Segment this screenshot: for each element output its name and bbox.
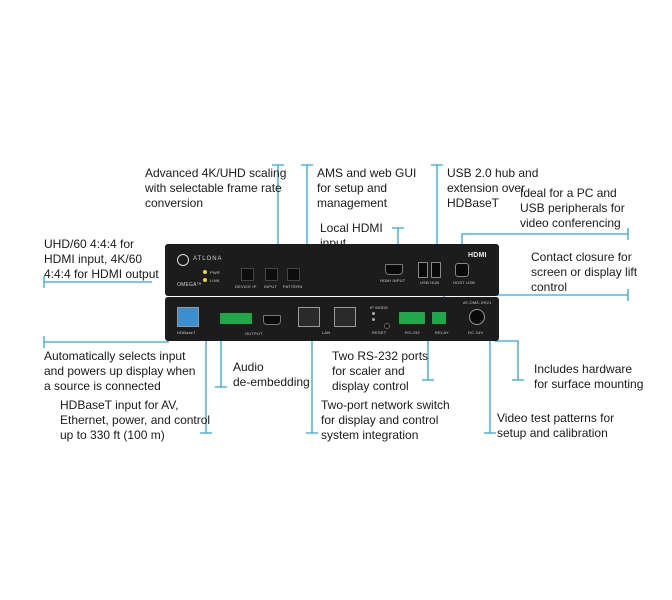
callout-audio: Audio de-embedding — [233, 360, 310, 389]
ip-mode-led-icon-2 — [372, 318, 375, 321]
host-usb-label: HOST USB — [453, 280, 475, 285]
callout-local-hdmi: Local HDMI input — [320, 221, 383, 250]
device-front-panel: ATLONA OMEGA™ PWR LINK DEVICE IP INPUT P… — [165, 244, 499, 296]
hdbaset-port[interactable] — [177, 307, 199, 327]
leader-uhd — [43, 276, 152, 288]
callout-network-switch: Two-port network switch for display and … — [321, 398, 450, 442]
model-label: OMEGA™ — [177, 282, 202, 288]
callout-contact-closure: Contact closure for screen or display li… — [531, 250, 638, 294]
hdmi-logo: HDMI — [468, 252, 487, 259]
leader-hardware — [494, 340, 524, 381]
callout-rs232: Two RS-232 ports for scaler and display … — [332, 349, 429, 393]
reset-label: RESET — [372, 330, 387, 335]
callout-usb-hub: USB 2.0 hub and extension over HDBaseT — [447, 166, 539, 210]
callout-auto-select: Automatically selects input and powers u… — [44, 349, 196, 393]
leader-patterns — [484, 327, 496, 434]
brand-label: ATLONA — [193, 256, 223, 262]
callout-scaling: Advanced 4K/UHD scaling with selectable … — [145, 166, 287, 210]
hdbaset-label: HDBaseT — [177, 330, 196, 335]
output-audio-terminal[interactable] — [220, 313, 252, 324]
pattern-button[interactable] — [287, 268, 300, 281]
input-button[interactable] — [265, 268, 278, 281]
pwr-led-icon — [203, 270, 207, 274]
link-label: LINK — [210, 278, 220, 283]
callout-ams: AMS and web GUI for setup and management — [317, 166, 417, 210]
leader-auto — [43, 322, 169, 348]
atlona-logo-icon — [177, 254, 189, 266]
device-ip-label: DEVICE IP — [235, 284, 257, 289]
part-number-label: AT-OME-SR21 — [463, 300, 492, 305]
leader-hdbaset — [200, 327, 212, 434]
output-label: OUTPUT — [245, 331, 263, 336]
usb-port-1[interactable] — [418, 262, 428, 278]
lan-label: LAN — [322, 330, 331, 335]
dc-label: DC 24V — [468, 330, 484, 335]
hdmi-input-port[interactable] — [385, 264, 403, 275]
rs232-label: RS-232 — [405, 330, 420, 335]
leader-network — [306, 340, 318, 434]
lan-port-1[interactable] — [298, 307, 320, 327]
pwr-label: PWR — [210, 270, 220, 275]
device-rear-panel: HDBaseT OUTPUT LAN IP MODE RESET RS-232 … — [165, 297, 499, 341]
callout-hdbaset: HDBaseT input for AV, Ethernet, power, a… — [60, 398, 211, 442]
hdmi-input-label: HDMI INPUT — [380, 278, 406, 283]
usb-hub-label: USB HUB — [420, 280, 440, 285]
device-ip-button[interactable] — [241, 268, 254, 281]
usb-port-2[interactable] — [431, 262, 441, 278]
pattern-label: PATTERN — [283, 284, 303, 289]
callout-uhd: UHD/60 4:4:4 for HDMI input, 4K/60 4:4:4… — [44, 237, 159, 281]
callout-hardware: Includes hardware for surface mounting — [534, 362, 644, 391]
reset-button[interactable] — [384, 323, 390, 329]
relay-terminal[interactable] — [432, 312, 446, 324]
host-usb-port[interactable] — [455, 263, 469, 277]
ip-mode-led-icon — [372, 312, 375, 315]
relay-label: RELAY — [435, 330, 449, 335]
dc-power-port[interactable] — [469, 309, 485, 325]
callout-test-patterns: Video test patterns for setup and calibr… — [497, 411, 615, 440]
lan-port-2[interactable] — [334, 307, 356, 327]
ip-mode-label: IP MODE — [370, 305, 389, 310]
rs232-terminal[interactable] — [399, 312, 425, 324]
link-led-icon — [203, 278, 207, 282]
hdmi-output-port[interactable] — [263, 315, 281, 325]
callout-pc-usb: Ideal for a PC and USB peripherals for v… — [520, 186, 625, 230]
input-label: INPUT — [264, 284, 277, 289]
